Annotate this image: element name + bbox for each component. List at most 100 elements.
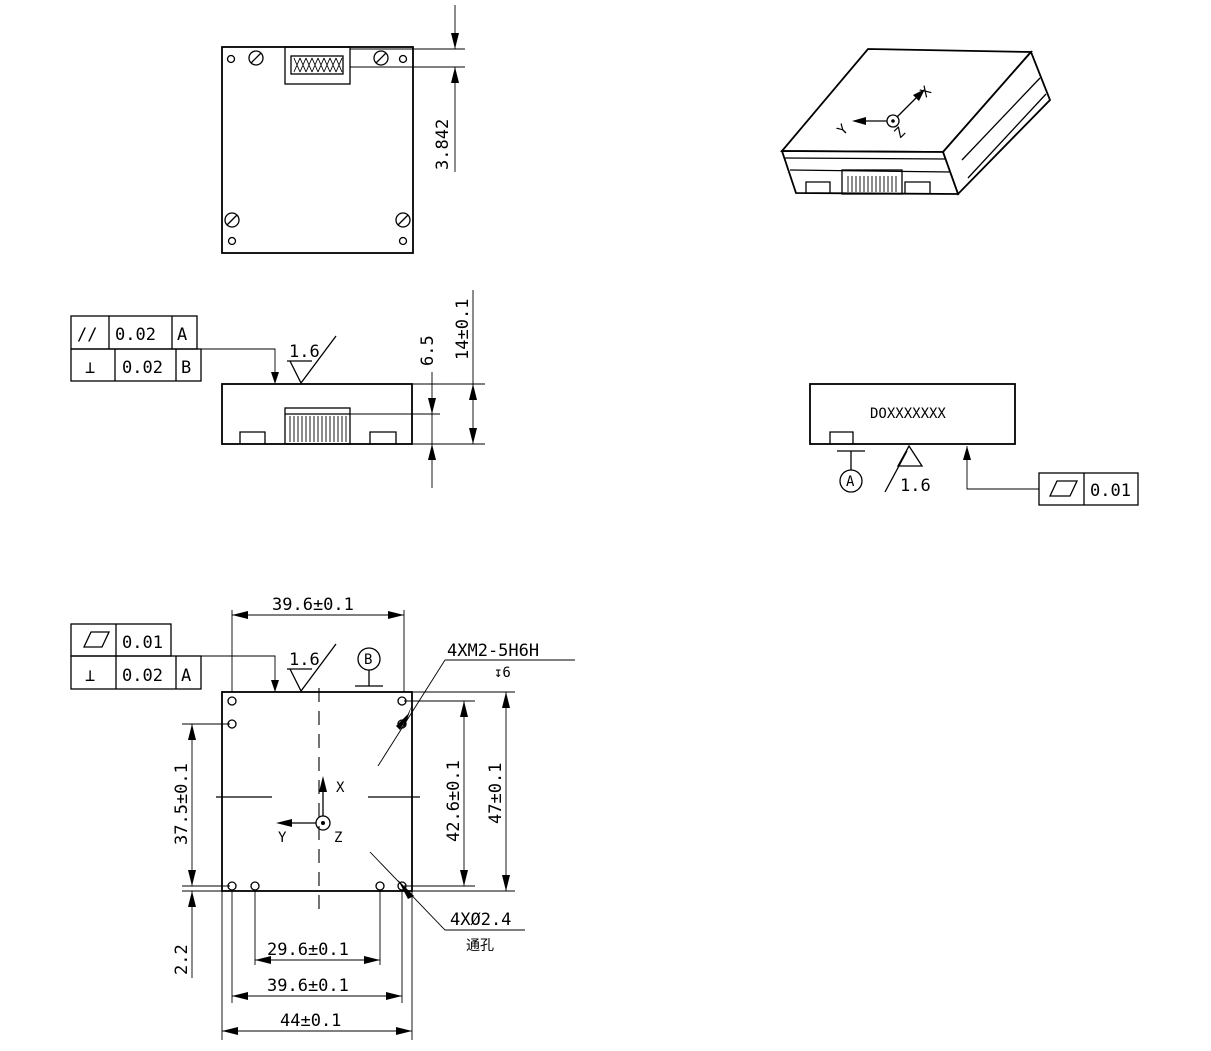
bottom-fcf-leader-arrow (271, 680, 279, 692)
front-surface-finish-symbol (884, 444, 924, 493)
top-screw (248, 50, 264, 66)
bottom-dim-offset-arrow (188, 891, 196, 907)
bottom-fcf-perpendicular-tolerance: 0.02 (122, 666, 163, 686)
side-fcf-perpendicular-tolerance: 0.02 (122, 358, 163, 378)
top-hole (398, 54, 408, 64)
bottom-dim-total-width-label: 44±0.1 (280, 1011, 341, 1031)
bottom-fcf-flatness-tolerance: 0.01 (122, 633, 163, 653)
bottom-dim-left-height-label: 37.5±0.1 (172, 763, 192, 845)
bottom-dim-inner-height-label: 42.6±0.1 (444, 760, 464, 842)
side-fcf-parallel-tolerance: 0.02 (115, 325, 156, 345)
front-view-foot (829, 431, 854, 444)
top-view: 3.842 (221, 5, 465, 254)
top-connector-pins (290, 55, 344, 75)
side-fcf-leader-arrow (271, 372, 279, 384)
bottom-surface-finish-symbol (287, 643, 337, 693)
top-dim-lines (350, 5, 465, 172)
iso-edge-lines (784, 77, 1047, 179)
bottom-hole (375, 881, 385, 891)
side-fcf-parallel-datum: A (177, 325, 187, 345)
side-fcf-parallel-symbol: // (77, 325, 97, 345)
bottom-dim-inner-width-label: 29.6±0.1 (267, 940, 349, 960)
bottom-dim-bottom-lines (222, 959, 412, 1032)
side-view: // 0.02 A ⊥ 0.02 B 1.6 6.5 14±0.1 (70, 290, 485, 488)
bottom-dim-outer-height-label: 47±0.1 (486, 763, 506, 824)
bottom-hole (227, 696, 237, 706)
bottom-fcf-flatness-symbol (82, 631, 111, 648)
bottom-dim-left-offset-label: 2.2 (172, 944, 192, 975)
top-connector-housing (284, 46, 351, 85)
front-surface-finish-value: 1.6 (900, 476, 931, 496)
side-dim-lines (350, 290, 485, 488)
iso-connector (841, 169, 903, 195)
bottom-view-outline (221, 691, 413, 892)
bottom-axis-lines (280, 780, 324, 824)
side-surface-finish-symbol (287, 335, 337, 385)
bottom-thread-leader-arrow (396, 705, 412, 730)
bottom-thread-callout: 4XM2-5H6H (447, 641, 539, 661)
side-fcf-dividers-top (108, 316, 173, 349)
bottom-dim-top-lines (231, 610, 405, 692)
front-part-marking: DOXXXXXXX (870, 406, 946, 422)
front-view: DOXXXXXXX A 1.6 0.01 (809, 383, 1139, 506)
bottom-dim-right-lines (404, 691, 515, 892)
bottom-dim-top-width-label: 39.6±0.1 (272, 595, 354, 615)
top-dim-arrows (451, 33, 459, 83)
bottom-axis-x-label: X (336, 780, 345, 796)
side-fcf-dividers-bottom (114, 349, 177, 381)
front-fcf-frame (1038, 472, 1139, 506)
side-connector (284, 407, 351, 445)
bottom-hole (250, 881, 260, 891)
side-dim-connector-label: 6.5 (418, 335, 438, 366)
front-view-body (809, 383, 1016, 445)
top-screw-slot (226, 214, 238, 226)
side-dim-height-label: 14±0.1 (453, 299, 473, 360)
front-fcf-flatness-tolerance: 0.01 (1090, 481, 1131, 501)
bottom-hole-leader-arrow (398, 880, 414, 899)
top-connector-pin-hatch (293, 57, 343, 73)
top-hole (398, 236, 408, 246)
iso-front-face (780, 150, 960, 195)
top-hole (226, 54, 236, 64)
top-dim-offset-label: 3.842 (433, 119, 453, 170)
bottom-hole-leader (369, 851, 525, 931)
bottom-thread-depth: ↧6 (494, 665, 511, 681)
top-screw-slot (397, 214, 409, 226)
bottom-axis-y-label: Y (278, 830, 287, 846)
front-fcf-flatness-symbol (1048, 480, 1079, 497)
bottom-axis-z-label: Z (334, 830, 342, 846)
iso-connector-pins (847, 176, 897, 192)
bottom-fcf-perpendicular-symbol: ⊥ (85, 666, 95, 686)
iso-feet (805, 181, 931, 194)
side-fcf-frame-bottom (70, 348, 202, 382)
bottom-hole-callout: 4XØ2.4 (450, 910, 511, 930)
bottom-axis-z-dot (321, 821, 325, 825)
top-hole (227, 236, 237, 246)
top-screw (373, 50, 389, 66)
top-screw (224, 212, 240, 228)
bottom-datum-label: B (364, 652, 372, 668)
side-fcf-leader (197, 348, 276, 383)
top-screw-slot (250, 52, 262, 64)
bottom-fcf-dividers-bottom (115, 656, 177, 689)
iso-axis-z-dot (891, 119, 895, 123)
front-fcf-leader-arrow (963, 446, 971, 460)
bottom-hole-note: 通孔 (466, 938, 494, 954)
bottom-thread-leader (377, 659, 575, 767)
bottom-dim-bottom-extensions (221, 891, 413, 1040)
bottom-datum-stem (355, 670, 383, 687)
iso-axis-arrows (852, 89, 925, 125)
bottom-view: 0.01 ⊥ 0.02 A 1.6 B X Y Z (70, 595, 575, 1040)
iso-view: X Y Z (780, 48, 1052, 196)
front-datum-circle (839, 469, 863, 493)
bottom-dim-left-lines (182, 723, 230, 887)
top-screw-slot (375, 52, 387, 64)
bottom-dim-right-arrows (460, 692, 510, 891)
side-surface-finish-value: 1.6 (289, 342, 320, 362)
bottom-surface-finish-value: 1.6 (289, 650, 320, 670)
bottom-fcf-frame-bottom (70, 655, 202, 690)
side-view-feet (239, 431, 397, 444)
bottom-axis-arrows (276, 776, 327, 827)
front-fcf-leader (966, 446, 1039, 490)
